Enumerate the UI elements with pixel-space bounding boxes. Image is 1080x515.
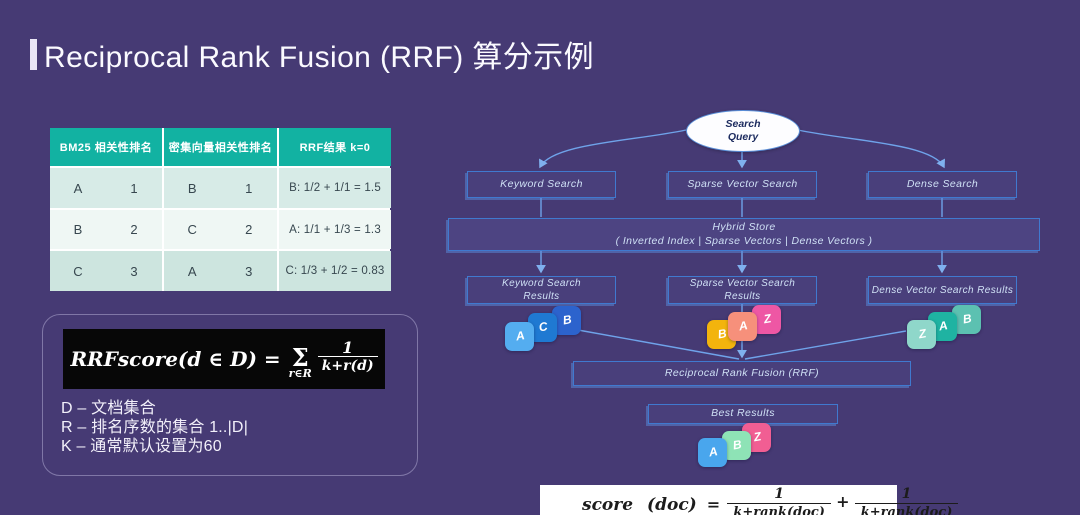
tile-letter: A	[937, 317, 949, 333]
doc-tile-z: Z	[907, 320, 936, 349]
tile-letter: B	[561, 311, 573, 327]
sparse-results-node: Sparse Vector Search Results	[668, 276, 817, 304]
tile-letter: A	[737, 317, 749, 333]
rank-value: 2	[245, 222, 253, 237]
title-row: Reciprocal Rank Fusion (RRF) 算分示例	[30, 32, 594, 76]
table-cell-bm25-row3: C 3	[50, 251, 162, 291]
dense-results-node: Dense Vector Search Results	[868, 276, 1017, 304]
rank-value: 2	[130, 222, 138, 237]
table-header-rrf: RRF结果 k=0	[279, 128, 391, 166]
formula-fraction: 1 k+r(d)	[317, 338, 378, 374]
page-title: Reciprocal Rank Fusion (RRF) 算分示例	[44, 41, 594, 74]
formula-legend: D – 文档集合 R – 排名序数的集合 1..|D| K – 通常默认设置为6…	[61, 399, 248, 456]
doc-tile-a: A	[698, 438, 727, 467]
plus-sign: +	[836, 492, 850, 511]
keyword-search-node: Keyword Search	[467, 171, 616, 198]
tile-letter: Z	[917, 325, 928, 341]
best-results-node: Best Results	[648, 404, 838, 424]
rank-value: 1	[130, 180, 138, 196]
rrf-formula-card: RRFscore(d ∈ D) = Σ r∈R 1 k+r(d) D – 文档集…	[42, 314, 418, 476]
doc-label: C	[187, 222, 197, 237]
hybrid-store-subtitle: ( Inverted Index | Sparse Vectors | Dens…	[615, 234, 873, 247]
sigma-subscript: r∈R	[288, 367, 312, 380]
table-cell-dense-row2: C 2	[164, 210, 277, 249]
sparse-results-line2: Results	[724, 291, 761, 302]
rank-value: 1	[245, 180, 253, 196]
fraction-numerator: 1	[901, 486, 912, 502]
rrf-formula: RRFscore(d ∈ D) = Σ r∈R 1 k+r(d)	[63, 329, 385, 389]
fraction-numerator: 1	[342, 338, 354, 357]
tile-letter: B	[731, 436, 743, 452]
sparse-vector-search-node: Sparse Vector Search	[668, 171, 817, 198]
table-cell-bm25-row1: A 1	[50, 168, 162, 208]
tile-letter: B	[961, 310, 973, 326]
doc-tile-a: A	[728, 312, 757, 341]
tile-letter: Z	[752, 428, 763, 444]
sigma-symbol: Σ	[291, 343, 309, 372]
doc-label: C	[73, 263, 83, 279]
doc-label: A	[187, 263, 197, 279]
dense-search-node: Dense Search	[868, 171, 1017, 198]
legend-line-k: K – 通常默认设置为60	[61, 438, 222, 455]
fraction-denominator: k+rank(doc)	[727, 503, 831, 515]
tile-letter: Z	[762, 310, 773, 326]
hybrid-store-title: Hybrid Store	[712, 220, 776, 233]
formula-lhs: RRFscore(d ∈ D) =	[70, 347, 281, 371]
legend-line-r: R – 排名序数的集合 1..|D|	[61, 419, 249, 436]
hybrid-search-flowchart: Search Query Keyword Search Sparse Vecto…	[440, 100, 1040, 480]
table-header-bm25: BM25 相关性排名	[50, 128, 162, 166]
equals-sign: =	[706, 495, 721, 514]
connector-lines	[536, 129, 947, 360]
query-line1: Search	[725, 117, 761, 130]
rank-value: 3	[130, 263, 138, 279]
tile-letter: A	[514, 327, 526, 343]
table-cell-rrf-row2: A: 1/1 + 1/3 = 1.3	[279, 210, 391, 249]
score-lhs: score	[582, 495, 634, 515]
fraction-denominator: k+rank(doc)	[854, 503, 959, 515]
doc-label: B	[187, 180, 197, 196]
tile-letter: B	[716, 325, 728, 341]
rrf-comparison-table: BM25 相关性排名 密集向量相关性排名 RRF结果 k=0 A 1 B 1 B…	[50, 128, 391, 291]
doc-tile-a: A	[505, 322, 534, 351]
fraction-numerator: 1	[774, 486, 784, 502]
search-query-node: Search Query	[686, 110, 800, 152]
legend-line-d: D – 文档集合	[61, 400, 156, 417]
doc-label: A	[73, 180, 83, 196]
score-fraction-2: 1 k+rank(doc)	[854, 486, 959, 515]
table-cell-bm25-row2: B 2	[50, 210, 162, 249]
table-cell-rrf-row3: C: 1/3 + 1/2 = 0.83	[279, 251, 391, 291]
score-arg: (doc)	[647, 495, 697, 515]
score-fraction-1: 1 k+rank(doc)	[727, 486, 831, 515]
table-cell-dense-row1: B 1	[164, 168, 277, 208]
keyword-results-line2: Results	[523, 291, 560, 302]
rrf-node: Reciprocal Rank Fusion (RRF)	[573, 361, 911, 386]
query-line2: Query	[727, 131, 759, 143]
table-cell-rrf-row1: B: 1/2 + 1/1 = 1.5	[279, 168, 391, 208]
hybrid-store-node: Hybrid Store ( Inverted Index | Sparse V…	[448, 218, 1040, 251]
sparse-results-line1: Sparse Vector Search	[689, 278, 796, 289]
fraction-denominator: k+r(d)	[317, 356, 378, 374]
title-accent-bar	[30, 38, 37, 70]
table-header-dense: 密集向量相关性排名	[164, 128, 277, 166]
keyword-results-node: Keyword Search Results	[467, 276, 616, 304]
keyword-results-line1: Keyword Search	[502, 278, 581, 289]
table-cell-dense-row3: A 3	[164, 251, 277, 291]
sigma-operator: Σ r∈R	[288, 343, 312, 380]
doc-label: B	[73, 222, 83, 237]
score-formula-card: score (doc) = 1 k+rank(doc) + 1 k+rank(d…	[540, 485, 959, 515]
rank-value: 3	[245, 263, 253, 279]
tile-letter: C	[537, 318, 549, 334]
tile-letter: A	[707, 443, 719, 459]
